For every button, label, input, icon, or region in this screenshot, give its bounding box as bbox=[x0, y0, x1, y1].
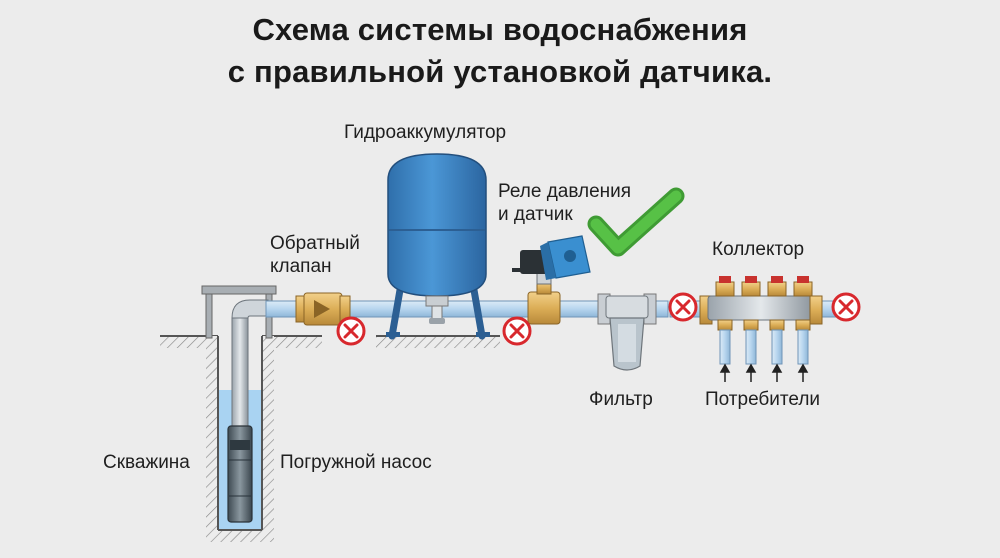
label-accumulator: Гидроаккумулятор bbox=[344, 122, 507, 143]
consumer-arrows bbox=[719, 363, 809, 382]
label-pump: Погружной насос bbox=[280, 452, 432, 473]
water-filter bbox=[597, 293, 657, 371]
check-valve bbox=[295, 292, 351, 326]
consumer-outlets bbox=[717, 319, 811, 365]
submersible-pump bbox=[227, 425, 253, 523]
label-check-valve-line1: Обратный bbox=[270, 233, 360, 254]
title-line-1: Схема системы водоснабжения bbox=[252, 12, 748, 47]
check-mark-icon bbox=[587, 187, 685, 257]
ground bbox=[160, 335, 500, 348]
pressure-relay bbox=[512, 235, 591, 325]
pump-riser-pipe bbox=[231, 299, 269, 431]
label-well: Скважина bbox=[103, 452, 190, 473]
cross-circle-icon bbox=[668, 292, 698, 322]
title-line-2: с правильной установкой датчика. bbox=[227, 54, 773, 89]
cross-circle-icon bbox=[502, 316, 532, 346]
label-relay-line1: Реле давления bbox=[498, 181, 632, 202]
collector-manifold bbox=[699, 276, 823, 382]
label-filter: Фильтр bbox=[589, 389, 653, 410]
label-relay-line2: и датчик bbox=[498, 204, 573, 225]
pressure-tank bbox=[386, 153, 490, 340]
label-collector: Коллектор bbox=[712, 239, 805, 260]
label-consumers: Потребители bbox=[705, 389, 821, 410]
cross-circle-icon bbox=[336, 316, 366, 346]
cross-circle-icon bbox=[831, 292, 861, 322]
label-check-valve-line2: клапан bbox=[270, 256, 332, 277]
collector-taps bbox=[715, 276, 813, 297]
